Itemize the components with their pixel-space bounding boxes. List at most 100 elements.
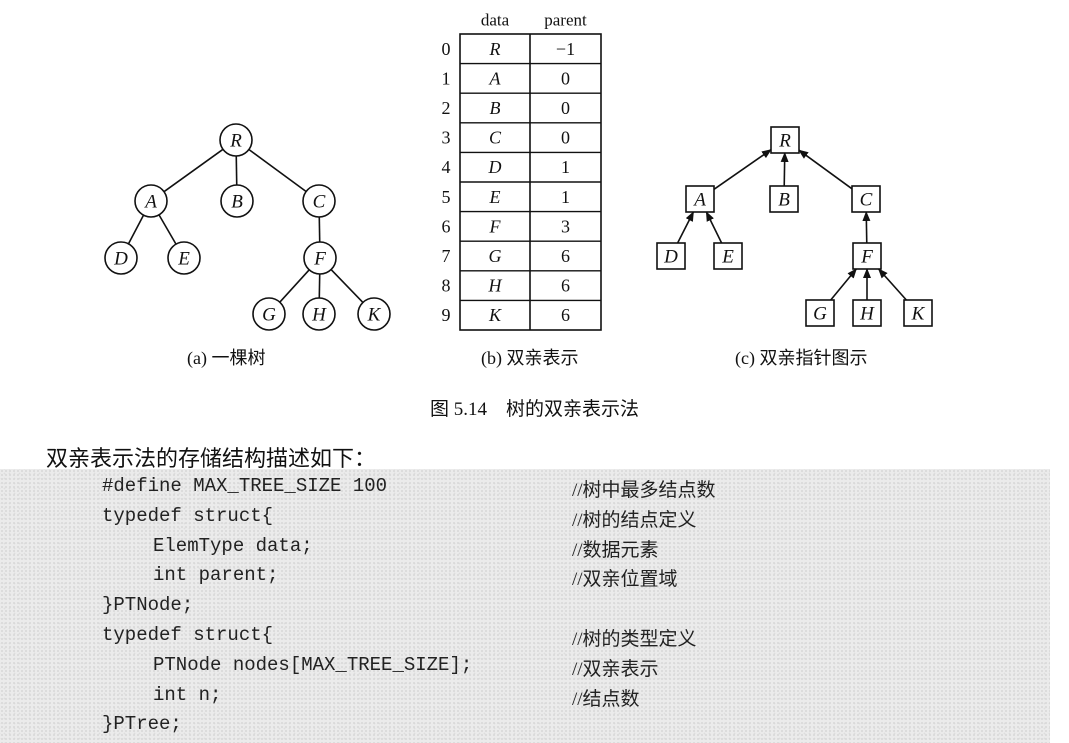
pointer-node-label-E: E: [721, 247, 734, 268]
parent-pointer-A-to-R: [713, 149, 772, 190]
code-text: }PTree;: [102, 713, 182, 736]
table-cell-parent: 0: [561, 68, 570, 88]
code-text: typedef struct{: [102, 504, 274, 527]
code-line: }PTree;: [0, 713, 1050, 743]
pointer-node-E: [713, 242, 743, 270]
tree-node-F: [303, 241, 337, 275]
parent-pointer-K-to-F: [877, 268, 907, 301]
tree-node-label-A: A: [143, 192, 157, 213]
table-row-index: 7: [442, 246, 451, 266]
tree-node-G: [252, 297, 286, 331]
pointer-node-A: [685, 185, 715, 213]
table-cell-parent: 1: [561, 187, 570, 207]
pointer-node-D: [656, 242, 686, 270]
table-cell-data: E: [489, 187, 501, 207]
pointer-node-label-D: D: [663, 247, 678, 268]
code-line: PTNode nodes[MAX_TREE_SIZE];//双亲表示: [0, 654, 1050, 684]
table-cell-parent: 0: [561, 128, 570, 148]
code-line: #define MAX_TREE_SIZE 100//树中最多结点数: [0, 475, 1050, 505]
table-cell-data: G: [489, 246, 502, 266]
tree-node-A: [134, 184, 168, 218]
code-line: int parent; //双亲位置域: [0, 564, 1050, 594]
pointer-node-B: [769, 185, 799, 213]
code-line: typedef struct{ //树的结点定义: [0, 505, 1050, 535]
pointer-node-C: [851, 185, 881, 213]
parent-pointer-E-to-A: [705, 211, 723, 244]
table-row-index: 0: [442, 39, 451, 59]
code-line: typedef struct{ //树的类型定义: [0, 624, 1050, 654]
table-row-index: 4: [442, 157, 451, 177]
table-cell-data: R: [489, 39, 501, 59]
code-comment: //树中最多结点数: [572, 480, 716, 501]
pointer-node-label-C: C: [860, 190, 873, 211]
code-comment: //数据元素: [572, 539, 659, 561]
table-cell-data: F: [489, 216, 502, 236]
tree-edge-F-G: [279, 269, 310, 303]
pointer-node-label-F: F: [860, 247, 873, 268]
parent-pointer-F-to-C: [862, 211, 871, 244]
code-text: typedef struct{: [102, 624, 274, 646]
pointer-node-label-K: K: [911, 304, 926, 325]
table-header-parent: parent: [544, 11, 587, 30]
table-cell-parent: 6: [561, 305, 570, 325]
tree-edge-R-A: [163, 148, 224, 193]
pointer-node-K: [903, 299, 933, 327]
parent-pointer-G-to-F: [830, 268, 857, 301]
tree-node-label-F: F: [313, 249, 326, 270]
table-cell-parent: 1: [561, 157, 570, 177]
table-cell-data: A: [489, 68, 502, 88]
parent-pointer-D-to-A: [676, 211, 695, 244]
tree-node-label-D: D: [113, 249, 128, 270]
code-line: int n; //结点数: [0, 684, 1050, 714]
code-comment: //双亲位置域: [572, 569, 678, 591]
pointer-node-H: [852, 299, 882, 327]
code-text: int n;: [153, 683, 222, 706]
tree-node-label-C: C: [313, 192, 326, 213]
tree-edge-R-C: [248, 148, 307, 193]
table-cell-parent: 0: [561, 98, 570, 118]
tree-node-D: [104, 241, 138, 275]
table-row-index: 2: [442, 98, 451, 118]
parent-pointer-C-to-R: [798, 149, 853, 190]
pointer-node-label-A: A: [692, 190, 706, 211]
caption-a: (a) 一棵树: [187, 348, 266, 368]
code-text: }PTNode;: [102, 594, 194, 617]
parent-pointer-B-to-R: [780, 152, 789, 187]
tree-node-C: [302, 184, 336, 218]
tree-node-label-E: E: [177, 249, 190, 270]
intro-text: 双亲表示法的存储结构描述如下：: [46, 446, 377, 471]
tree-node-label-H: H: [311, 305, 327, 326]
code-text: int parent;: [153, 564, 279, 587]
caption-b: (b) 双亲表示: [481, 348, 579, 368]
pointer-node-R: [770, 126, 800, 154]
code-comment: //树的类型定义: [572, 629, 697, 650]
pointer-node-label-H: H: [859, 304, 875, 325]
caption-c: (c) 双亲指针图示: [735, 348, 868, 368]
table-row-index: 1: [442, 68, 451, 88]
pointer-node-label-R: R: [778, 131, 791, 152]
tree-node-label-B: B: [231, 192, 243, 213]
table-cell-data: K: [488, 305, 502, 325]
pointer-node-G: [805, 299, 835, 327]
tree-edge-F-K: [330, 268, 364, 304]
table-row-index: 3: [442, 128, 451, 148]
table-cell-data: H: [488, 276, 503, 296]
tree-node-H: [302, 297, 336, 331]
tree-node-K: [357, 297, 391, 331]
tree-node-label-G: G: [262, 305, 276, 326]
table-cell-data: C: [489, 128, 502, 148]
tree-node-E: [167, 241, 201, 275]
table-cell-data: B: [490, 98, 501, 118]
pointer-node-F: [852, 242, 882, 270]
code-comment: //树的结点定义: [572, 509, 697, 531]
tree-node-R: [219, 123, 253, 157]
table-header-data: data: [481, 11, 510, 30]
code-line: }PTNode;: [0, 594, 1050, 624]
code-line: ElemType data;//数据元素: [0, 535, 1050, 565]
code-comment: //结点数: [572, 688, 640, 710]
